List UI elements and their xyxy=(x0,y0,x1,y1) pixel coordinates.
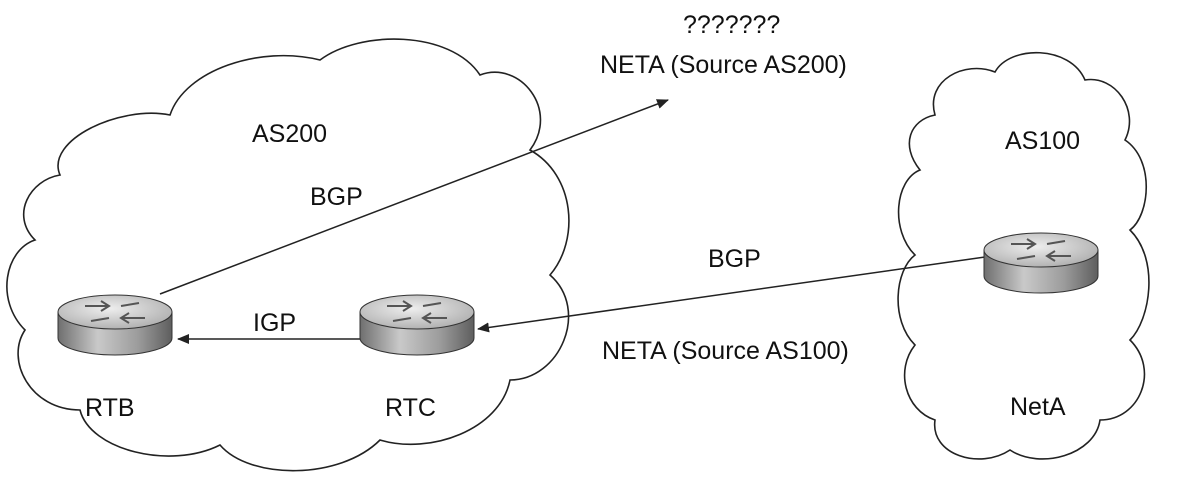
rtc-label: RTC xyxy=(385,394,436,422)
as100-label: AS100 xyxy=(1005,127,1080,155)
rtb-router-icon xyxy=(57,294,173,356)
inbound-route-annotation: NETA (Source AS100) xyxy=(602,337,849,365)
inbound-bgp-label: BGP xyxy=(708,245,761,273)
outbound-unknown-annotation: ??????? xyxy=(683,11,780,39)
outbound-bgp-label: BGP xyxy=(310,183,363,211)
as200-label: AS200 xyxy=(252,120,327,148)
as100-to-rtc-bgp-arrow xyxy=(477,256,986,333)
rtb-outbound-bgp-arrow xyxy=(159,99,669,295)
rtc-router-icon xyxy=(359,294,475,356)
rtb-label: RTB xyxy=(85,394,135,422)
neta-label: NetA xyxy=(1010,393,1066,421)
igp-label: IGP xyxy=(253,309,296,337)
as200-cloud xyxy=(6,38,570,472)
outbound-route-annotation: NETA (Source AS200) xyxy=(600,51,847,79)
neta-router-icon xyxy=(983,232,1099,294)
